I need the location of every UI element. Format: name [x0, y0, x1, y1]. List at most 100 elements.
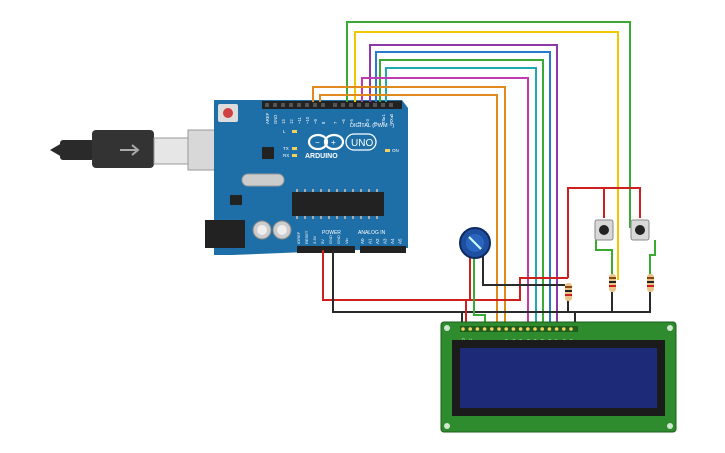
svg-text:−: −: [315, 138, 320, 147]
digital-pin-label: AREF: [265, 112, 270, 124]
atmega-chip: [292, 192, 384, 216]
wire-5v: [322, 250, 568, 301]
lcd-pin[interactable]: [475, 327, 480, 331]
lcd-pin[interactable]: [468, 327, 473, 331]
analog-pin-label: A0: [360, 238, 365, 244]
wire-yellow: [354, 31, 619, 280]
lcd-pin[interactable]: [533, 327, 537, 331]
lcd-pin[interactable]: [554, 327, 559, 331]
wire-orange-2: [319, 94, 498, 325]
power-pin-label: 3.3V: [312, 235, 317, 244]
crystal: [241, 173, 285, 187]
analog-pin-label: A2: [375, 238, 380, 244]
brand-label: ARDUINO: [305, 153, 338, 160]
lcd-pin[interactable]: [569, 327, 573, 331]
lcd-pin[interactable]: [482, 327, 487, 331]
power-pin-label: RESET: [304, 230, 309, 244]
uno-badge: [345, 133, 377, 151]
lcd-pin[interactable]: [504, 327, 509, 331]
power-header[interactable]: [297, 246, 355, 253]
analog-pin-label: A3: [383, 238, 388, 244]
analog-label: ANALOG IN: [358, 230, 386, 236]
power-pin-label: Vin: [344, 238, 349, 244]
digital-pin-label: ~5: [349, 119, 354, 124]
power-pin-label: 5V: [320, 239, 325, 244]
led-l-label: L: [283, 129, 286, 134]
lcd-pin[interactable]: [547, 327, 552, 331]
usb-cable: [50, 129, 237, 171]
power-jack: [205, 220, 245, 248]
wire-orange-1: [312, 86, 506, 325]
lcd-pin[interactable]: [461, 327, 465, 331]
wire-pot-v0: [473, 250, 486, 325]
wire-btn2-out: [649, 240, 656, 275]
resistor-2: [609, 274, 616, 292]
analog-pin-label: A4: [390, 238, 395, 244]
analog-pin-label: A5: [398, 238, 403, 244]
lcd-pin[interactable]: [526, 327, 530, 331]
arduino-logo: − +: [307, 133, 345, 151]
led-tx: [292, 147, 297, 150]
svg-text:+: +: [331, 138, 336, 147]
signal-wires: [312, 21, 631, 325]
wire-res2-gnd: [575, 292, 613, 313]
power-pin-label: IOREF: [296, 231, 301, 244]
wire-purple: [369, 44, 558, 325]
digital-header[interactable]: [262, 101, 402, 109]
led-rx-label: RX: [283, 153, 289, 158]
wire-green: [379, 59, 544, 325]
power-pin-label: GND: [328, 235, 333, 244]
analog-header[interactable]: [360, 246, 406, 253]
digital-pin-label: 7: [333, 121, 338, 124]
wire-btn1-vcc: [567, 187, 605, 278]
push-button-2[interactable]: [630, 219, 650, 241]
digital-pin-label: RX◂0: [389, 113, 394, 124]
digital-pin-label: ~10: [305, 116, 310, 124]
lcd-pin[interactable]: [540, 327, 544, 331]
usb-chip: [262, 147, 274, 159]
wire-teal: [385, 67, 537, 325]
lcd-pin[interactable]: [490, 327, 494, 331]
reset-button-cap: [223, 108, 233, 118]
regulator: [230, 195, 242, 205]
lcd-pin[interactable]: [511, 327, 516, 331]
digital-pin-label: 2: [373, 121, 378, 124]
digital-label: DIGITAL (PWM ~): [350, 123, 394, 129]
resistor-1: [565, 283, 572, 301]
led-on: [385, 149, 390, 152]
lcd-pin[interactable]: [518, 327, 523, 331]
digital-pin-label: ~3: [365, 119, 370, 124]
digital-pin-label: ~6: [341, 119, 346, 124]
power-wires: [322, 187, 656, 325]
power-pin-label: GND: [336, 235, 341, 244]
potentiometer[interactable]: [459, 227, 491, 259]
digital-pin-label: 12: [289, 119, 294, 124]
led-tx-label: TX: [283, 146, 289, 151]
wire-green-top: [346, 21, 631, 228]
wire-res3-gnd: [612, 292, 651, 313]
analog-pin-label: A1: [368, 238, 373, 244]
resistor-3: [647, 274, 654, 292]
digital-pin-label: ~11: [297, 117, 302, 124]
digital-pin-label: 4: [357, 121, 362, 124]
digital-pin-label: GND: [273, 115, 278, 124]
lcd-pin[interactable]: [562, 327, 566, 331]
wire-gnd: [332, 250, 576, 325]
digital-pin-label: ~9: [313, 119, 318, 124]
lcd-pin[interactable]: [497, 327, 501, 331]
lcd-screen: [460, 348, 657, 408]
model-label: UNO: [351, 138, 373, 149]
wire-magenta: [361, 77, 529, 325]
power-label: POWER: [322, 230, 341, 236]
wire-btn2-vcc: [604, 187, 641, 218]
on-label: ON: [392, 148, 399, 153]
wire-pot-gnd: [482, 250, 565, 286]
led-l: [292, 130, 297, 133]
push-button-1[interactable]: [594, 219, 614, 241]
led-rx: [292, 154, 297, 157]
lcd-16x2-module[interactable]: GNDVCCV0RSRWEDB0DB1DB2DB3DB4DB5DB6DB7LED…: [440, 321, 677, 433]
